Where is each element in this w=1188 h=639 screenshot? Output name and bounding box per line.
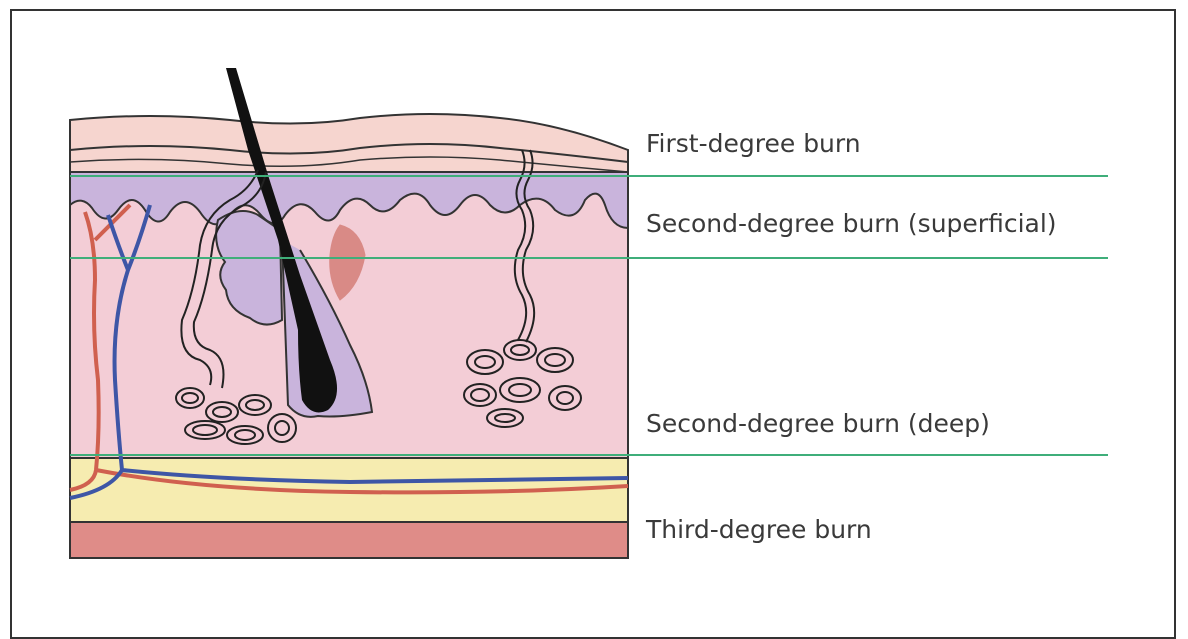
muscle-layer — [70, 522, 628, 558]
label-third-degree: Third-degree burn — [645, 515, 872, 544]
label-second-degree-deep: Second-degree burn (deep) — [646, 409, 990, 438]
label-second-degree-superficial: Second-degree burn (superficial) — [646, 209, 1057, 238]
burn-depth-diagram: First-degree burn Second-degree burn (su… — [0, 0, 1188, 624]
skin-cross-section — [70, 68, 628, 558]
label-first-degree: First-degree burn — [646, 129, 861, 158]
